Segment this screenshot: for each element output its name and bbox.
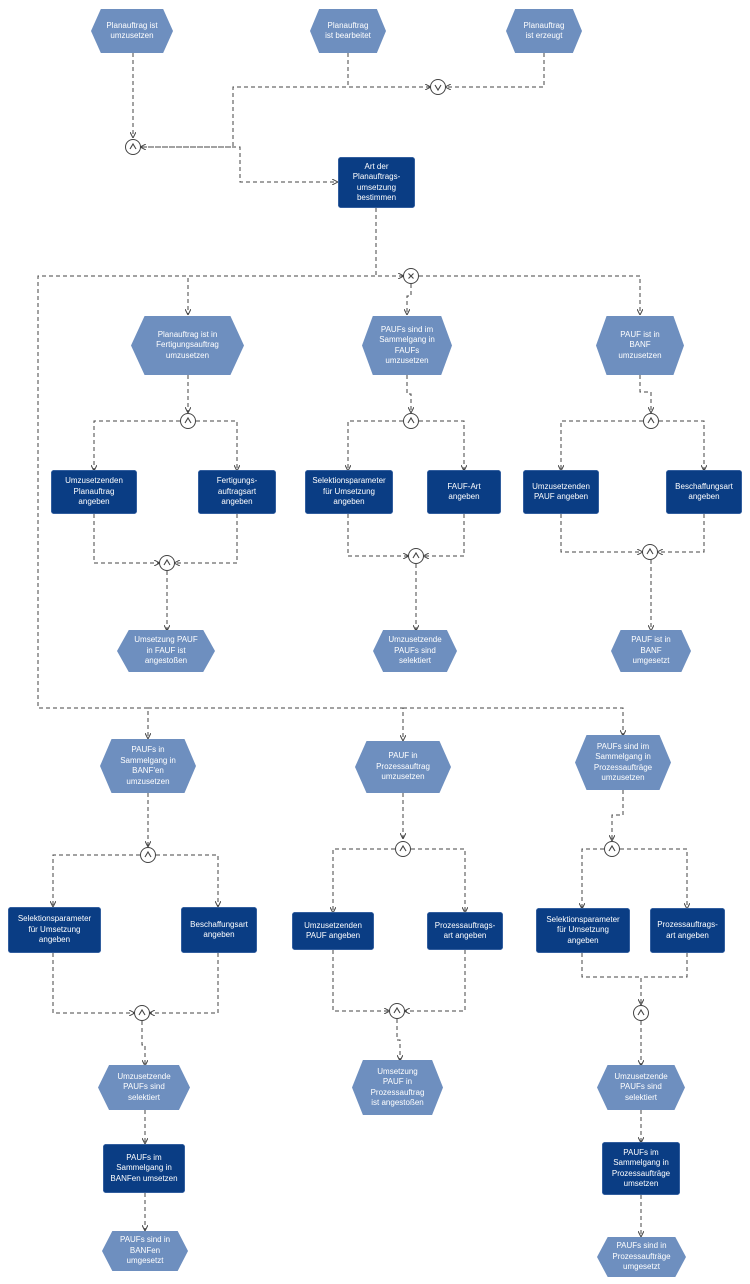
event-paufs-prozessauftraege: PAUFs sind im Sammelgang in Prozessauftr… [575, 735, 671, 790]
function-selektionsparameter: Selektionsparameter für Umsetzung angebe… [305, 470, 393, 514]
event-paufs-banfen-umgesetzt: PAUFs sind in BANFen umgesetzt [102, 1231, 188, 1271]
event-pauf-banf-umgesetzt: PAUF ist in BANF umgesetzt [611, 630, 691, 672]
and-connector-icon [125, 139, 141, 155]
and-connector-icon [140, 847, 156, 863]
function-umzusetzenden-planauftrag: Umzusetzenden Planauftrag angeben [51, 470, 137, 514]
event-paufs-prozessauftraege-umgesetzt: PAUFs sind in Prozessaufträge umgesetzt [597, 1237, 686, 1277]
event-planauftrag-erzeugt: Planauftrag ist erzeugt [506, 9, 582, 53]
and-connector-icon [408, 548, 424, 564]
event-pauf-in-banf: PAUF ist in BANF umzusetzen [596, 316, 684, 375]
event-planauftrag-umzusetzen: Planauftrag ist umzusetzen [91, 9, 173, 53]
and-connector-icon [159, 555, 175, 571]
and-connector-icon [643, 413, 659, 429]
and-connector-icon [604, 841, 620, 857]
and-connector-icon [403, 413, 419, 429]
event-umsetzung-pauf-prozessauftrag: Umsetzung PAUF in Prozessauftrag ist ang… [352, 1060, 443, 1115]
or-connector-icon [430, 79, 446, 95]
function-fauf-art: FAUF-Art angeben [427, 470, 501, 514]
function-fertigungsauftragsart: Fertigungs- auftragsart angeben [198, 470, 276, 514]
function-umzusetzenden-pauf: Umzusetzenden PAUF angeben [523, 470, 599, 514]
event-planauftrag-bearbeitet: Planauftrag ist bearbeitet [310, 9, 386, 53]
function-paufs-banfen-umsetzen: PAUFs im Sammelgang in BANFen umsetzen [103, 1144, 185, 1193]
function-selektionsparameter: Selektionsparameter für Umsetzung angebe… [536, 908, 630, 953]
function-beschaffungsart: Beschaffungsart angeben [181, 907, 257, 953]
event-paufs-banfen: PAUFs in Sammelgang in BANF'en umzusetze… [100, 739, 196, 793]
and-connector-icon [395, 841, 411, 857]
event-planauftrag-in-fauf: Planauftrag ist in Fertigungsauftrag umz… [131, 316, 244, 375]
function-beschaffungsart: Beschaffungsart angeben [666, 470, 742, 514]
function-prozessauftragsart: Prozessauftrags- art angeben [427, 912, 503, 950]
event-pauf-prozessauftrag: PAUF in Prozessauftrag umzusetzen [355, 741, 451, 793]
event-umzusetzende-paufs: Umzusetzende PAUFs sind selektiert [373, 630, 457, 672]
function-selektionsparameter: Selektionsparameter für Umsetzung angebe… [8, 907, 101, 953]
and-connector-icon [633, 1005, 649, 1021]
xor-connector-icon [403, 268, 419, 284]
event-umzusetzende-paufs: Umzusetzende PAUFs sind selektiert [98, 1065, 190, 1110]
and-connector-icon [642, 544, 658, 560]
and-connector-icon [180, 413, 196, 429]
event-umsetzung-pauf-fauf: Umsetzung PAUF in FAUF ist angestoßen [117, 630, 215, 672]
and-connector-icon [134, 1005, 150, 1021]
function-umzusetzenden-pauf: Umzusetzenden PAUF angeben [292, 912, 374, 950]
event-paufs-sammelgang-faufs: PAUFs sind im Sammelgang in FAUFs umzuse… [362, 316, 452, 375]
function-art-bestimmen: Art der Planauftrags- umsetzung bestimme… [338, 157, 415, 208]
and-connector-icon [389, 1003, 405, 1019]
function-prozessauftragsart: Prozessauftrags- art angeben [650, 908, 725, 953]
function-paufs-prozessauftraege-umsetzen: PAUFs im Sammelgang in Prozessaufträge u… [602, 1142, 680, 1195]
event-umzusetzende-paufs: Umzusetzende PAUFs sind selektiert [597, 1065, 685, 1110]
